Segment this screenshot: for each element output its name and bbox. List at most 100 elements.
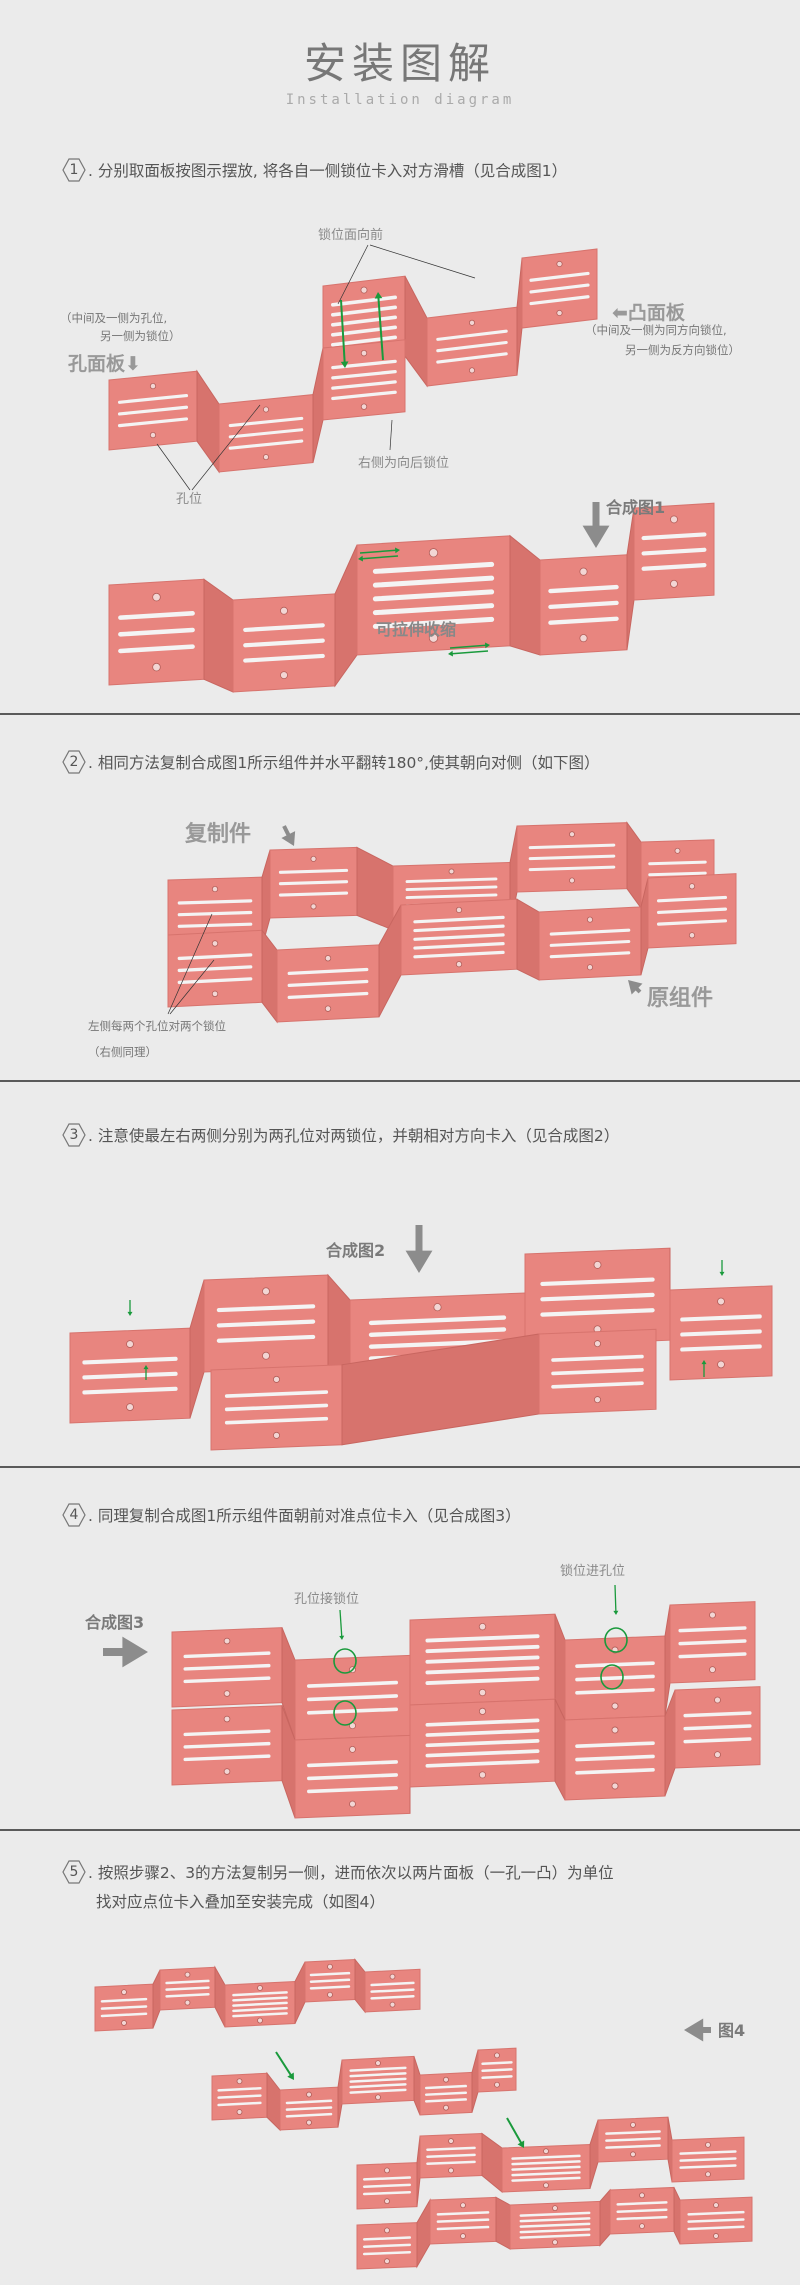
lock-hole-icon xyxy=(468,319,476,326)
panel-slot xyxy=(368,1339,507,1349)
panel-slot xyxy=(287,991,369,1000)
panel-slot xyxy=(362,2243,412,2248)
stretch-arrow-icon xyxy=(484,642,490,649)
panel-slot xyxy=(436,340,508,353)
panel-slot xyxy=(82,1371,178,1380)
panel-slot xyxy=(549,939,631,947)
panel-slot xyxy=(405,885,498,892)
panel-bend xyxy=(471,2049,479,2113)
panel-slot xyxy=(683,1737,752,1744)
lock-hole-icon xyxy=(152,662,161,672)
panel-bend xyxy=(516,898,540,981)
lock-hole-icon xyxy=(460,2202,466,2209)
panel-bend xyxy=(516,257,523,376)
panel-slot xyxy=(575,1741,655,1749)
lock-hole-icon xyxy=(126,1403,134,1411)
label-lock-face-front: 锁位面向前 xyxy=(318,228,384,243)
lock-hole-icon xyxy=(360,403,368,410)
stretch-arrow-icon xyxy=(451,650,489,655)
step-5-instruction-line-2: 找对应点位卡入叠加至安装完成（如图4） xyxy=(96,1893,385,1911)
panel-bend xyxy=(334,544,358,688)
stretch-arrow-icon xyxy=(394,547,400,554)
panel-slot xyxy=(306,1707,399,1715)
lock-hole-icon xyxy=(360,286,368,294)
lock-hole-icon xyxy=(670,579,678,588)
lock-hole-icon xyxy=(556,260,563,268)
panel-bend xyxy=(337,2059,343,2128)
panel-slot xyxy=(424,2098,468,2103)
panel-slot xyxy=(183,1651,271,1659)
lock-hole-icon xyxy=(360,349,368,357)
section-divider xyxy=(0,1080,800,1082)
panel-bend xyxy=(626,507,635,650)
lock-hole-icon xyxy=(310,855,317,862)
lock-hole-icon xyxy=(714,1696,721,1704)
lock-hole-icon xyxy=(375,2094,381,2101)
panel-slot xyxy=(605,2130,661,2135)
lock-hole-icon xyxy=(149,432,157,439)
panel-slot xyxy=(331,370,397,380)
panel-slot xyxy=(118,644,195,654)
panel-slot xyxy=(100,2012,148,2018)
panel-bend xyxy=(404,275,428,388)
panel-slot xyxy=(641,563,707,571)
step-text: . 注意使最左右两侧分别为两孔位对两锁位，并朝相对方向卡入（见合成图2） xyxy=(88,1127,620,1145)
leader-line xyxy=(191,404,261,491)
panel-bend xyxy=(416,2198,431,2269)
lock-hole-icon xyxy=(709,1611,716,1619)
stretch-arrow-icon xyxy=(448,650,454,657)
lock-hole-icon xyxy=(211,990,219,998)
panel-slot xyxy=(232,2012,288,2018)
lock-hole-icon xyxy=(375,2060,381,2067)
panel-slot xyxy=(349,2088,407,2094)
panel-slot xyxy=(425,1759,540,1768)
panel-slot xyxy=(481,2068,513,2073)
panel-slot xyxy=(656,907,728,915)
section-divider xyxy=(0,1466,800,1468)
highlight-circle-icon xyxy=(333,1648,357,1674)
panel-slot xyxy=(82,1356,178,1365)
label-original-piece: 原组件 xyxy=(647,986,714,1011)
panel-slot xyxy=(648,871,707,877)
lock-hole-icon xyxy=(468,367,476,374)
green-arrow-icon xyxy=(340,299,346,363)
panel-slot xyxy=(575,1674,655,1682)
panel-slot xyxy=(82,1386,178,1395)
lock-hole-icon xyxy=(273,1375,280,1383)
panel-slot xyxy=(511,2176,581,2182)
lock-hole-icon xyxy=(455,906,463,914)
panel-bend xyxy=(589,2119,599,2189)
green-arrow-icon xyxy=(127,1311,133,1316)
panel-slot xyxy=(519,2233,591,2239)
panel-slot xyxy=(216,1334,316,1343)
panel-slot xyxy=(529,271,590,282)
panel-slot xyxy=(680,1314,762,1322)
highlight-circle-icon xyxy=(600,1664,624,1690)
green-arrow-icon xyxy=(613,1610,619,1615)
step-number: 2 xyxy=(69,754,79,770)
lock-hole-icon xyxy=(262,1351,270,1360)
lock-hole-icon xyxy=(713,2202,719,2209)
panel-slot xyxy=(687,2225,745,2231)
lock-hole-icon xyxy=(478,1688,487,1697)
lock-hole-icon xyxy=(709,1666,716,1673)
page-subtitle: Installation diagram xyxy=(285,92,515,108)
lock-hole-icon xyxy=(211,885,219,893)
panel-slot xyxy=(413,933,505,941)
panel-slot xyxy=(424,2091,468,2096)
lock-hole-icon xyxy=(324,955,332,962)
panel-slot xyxy=(436,329,508,341)
panel-slot xyxy=(678,1626,747,1633)
panel-slot xyxy=(307,1773,398,1781)
step-text: . 相同方法复制合成图1所示组件并水平翻转180°,使其朝向对侧（如下图） xyxy=(88,754,600,772)
panel-slot xyxy=(285,2099,333,2105)
label-stretchable: 可拉伸收缩 xyxy=(376,620,457,639)
lock-hole-icon xyxy=(223,1715,231,1723)
panel-slot xyxy=(362,2190,412,2196)
lock-hole-icon xyxy=(478,1622,487,1631)
panel-slot xyxy=(413,924,505,933)
panel-slot xyxy=(540,1292,655,1302)
panel-slot xyxy=(405,893,498,900)
panel-slot xyxy=(424,2084,468,2090)
